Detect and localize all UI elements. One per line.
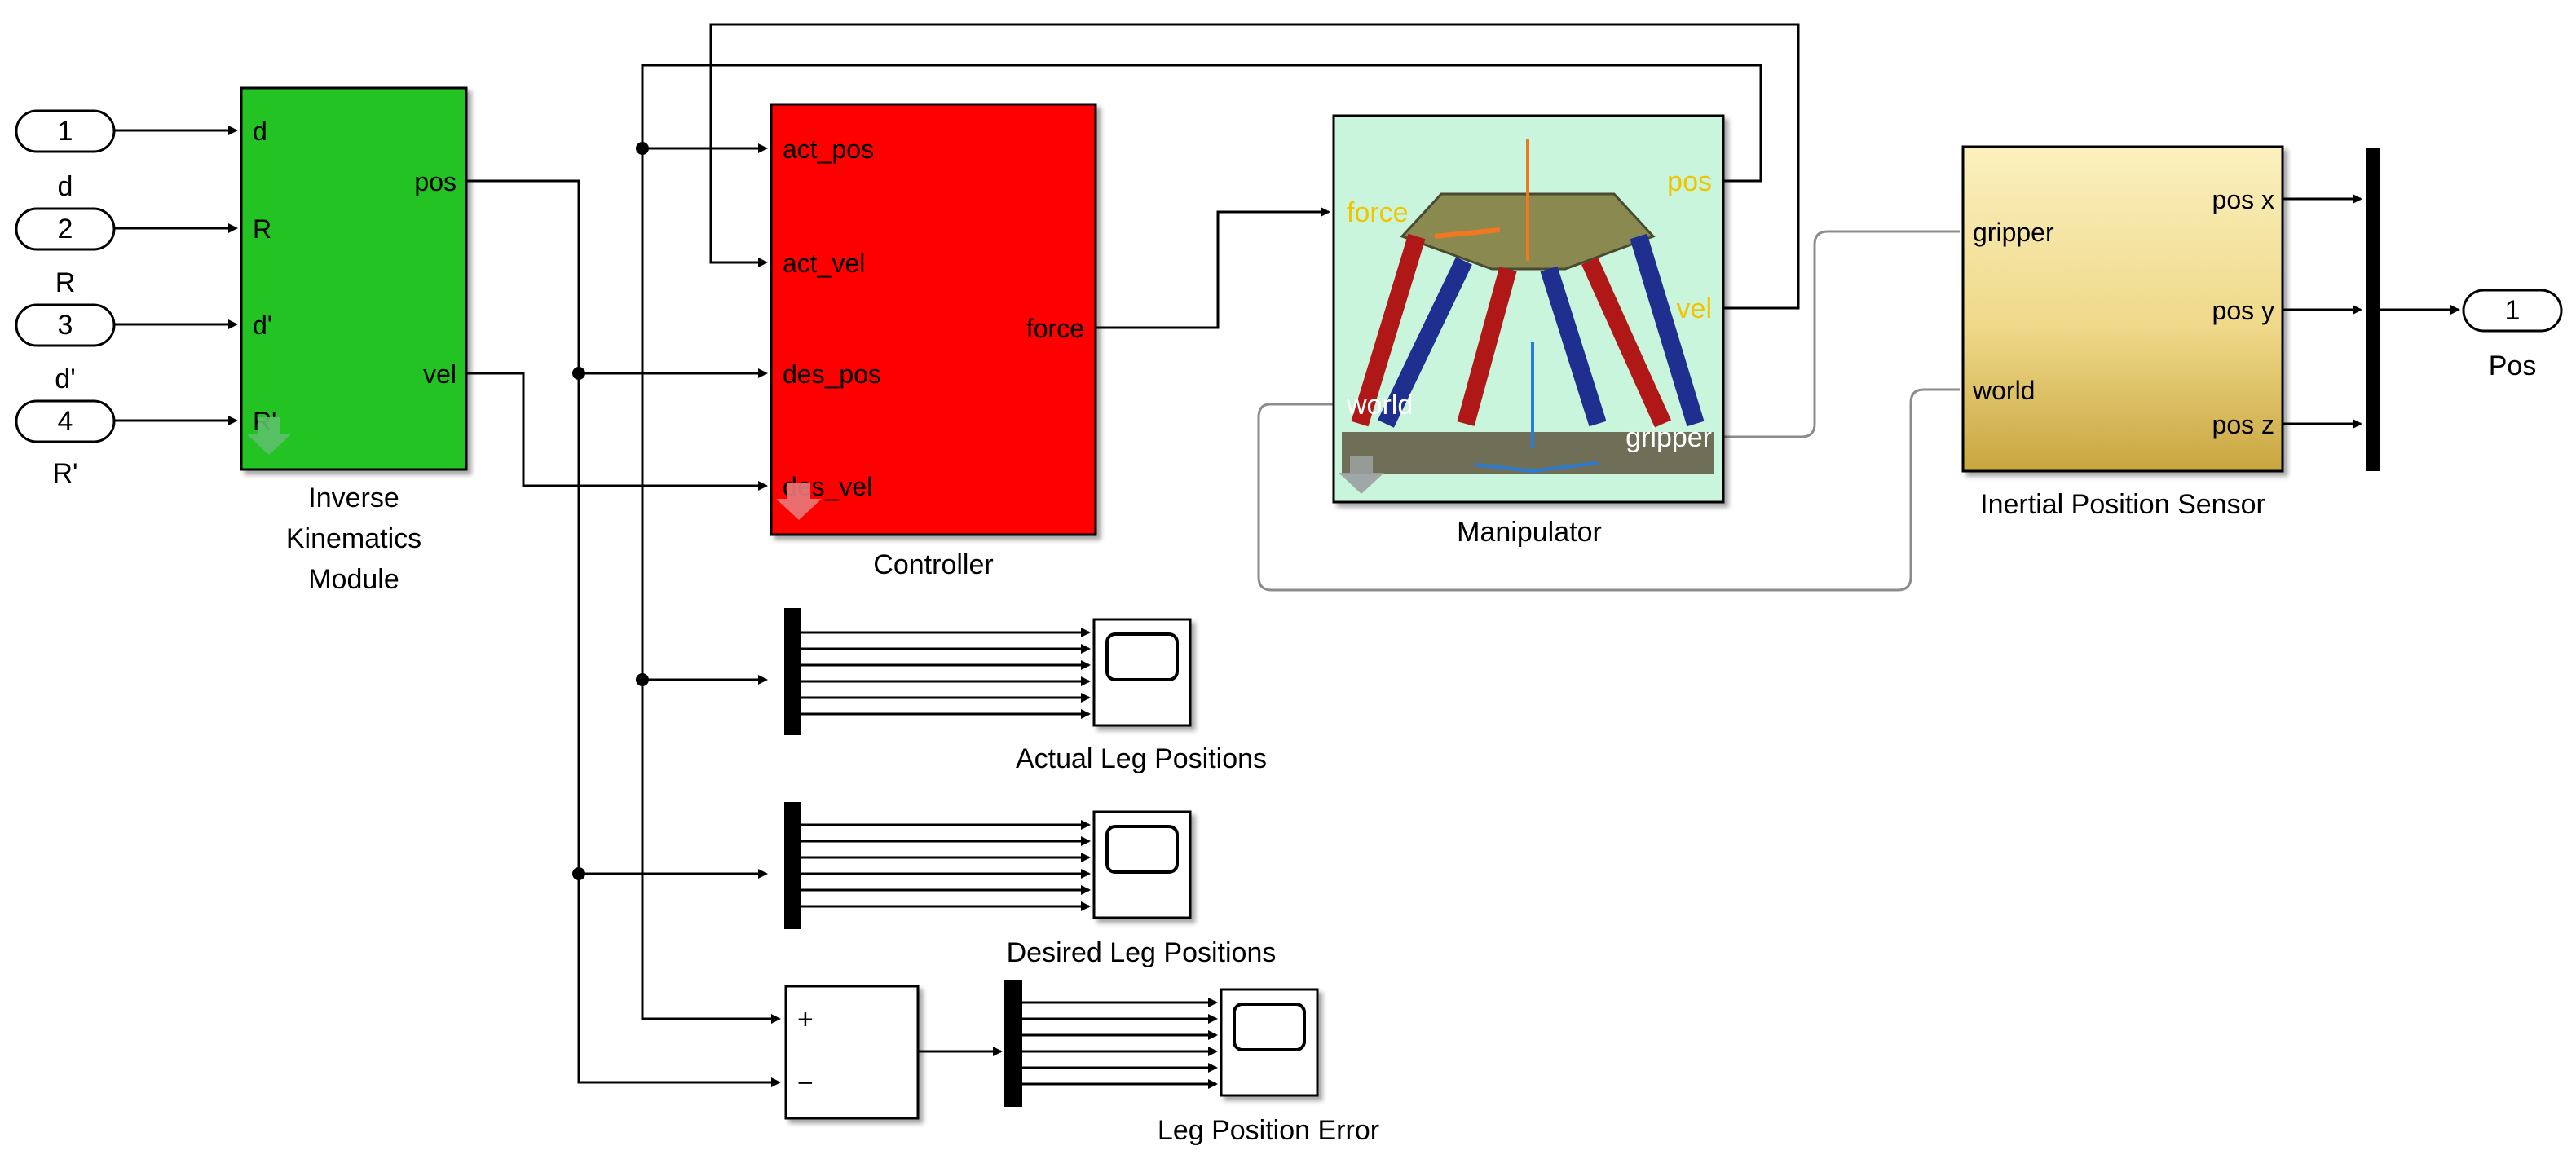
inport-4-name: R' [52,458,77,489]
inertial-position-sensor-block[interactable]: gripper world pos x pos y pos z Inertial… [1961,145,2284,520]
sensor-port-pos-x: pos x [2212,185,2274,214]
branch-dot [572,367,585,380]
controller-port-des-pos: des_pos [783,359,881,389]
ik-block-body[interactable] [240,86,468,471]
sensor-port-world: world [1972,376,2035,405]
ik-port-R: R [253,214,271,244]
inport-2[interactable]: 2 R [15,207,116,298]
manipulator-port-gripper: gripper [1625,422,1712,453]
desired-mux[interactable] [784,802,801,929]
controller-port-force: force [1026,314,1084,343]
controller-block-body[interactable] [770,103,1097,536]
controller-block[interactable]: act_pos act_vel des_pos des_vel force Co… [770,103,1097,580]
scope-screen-icon [1233,1003,1306,1051]
desired-mux-lines [801,820,1091,911]
manipulator-port-world: world [1346,390,1413,421]
controller-port-act-vel: act_vel [783,249,865,278]
inverse-kinematics-block[interactable]: d R d' R' pos vel Inverse Kinematics Mod… [240,86,468,595]
inport-3-number: 3 [58,310,73,341]
scope-desired-name: Desired Leg Positions [1007,937,1277,968]
output-mux[interactable] [2366,148,2380,471]
sum-minus-sign: − [797,1068,814,1099]
manipulator-port-force: force [1347,197,1409,228]
branch-dot [572,867,585,880]
scope-screen-icon [1105,825,1179,874]
ik-port-pos: pos [414,167,457,196]
inport-3-name: d' [55,364,75,394]
conn-gripper[interactable] [1663,230,1960,438]
ik-port-d: d [253,117,267,146]
sum-block-body[interactable] [784,985,920,1120]
manipulator-block[interactable]: force world pos vel gripper Manipulator [1332,114,1725,548]
sensor-port-gripper: gripper [1973,218,2054,247]
inport-4[interactable]: 4 R' [15,399,116,489]
controller-port-act-pos: act_pos [783,134,874,164]
wire-act-vel[interactable] [709,23,1800,310]
actual-leg-positions-group: Actual Leg Positions [784,608,1267,774]
controller-block-name: Controller [873,549,993,580]
scope-error-name: Leg Position Error [1158,1115,1379,1146]
wire-ik-pos[interactable] [466,179,781,1087]
inport-4-number: 4 [58,406,73,437]
inport-1-number: 1 [58,116,73,147]
manipulator-port-vel: vel [1677,293,1712,324]
inport-1[interactable]: 1 d [15,109,116,202]
sensor-port-pos-z: pos z [2212,410,2274,439]
inport-1-name: d [58,171,73,202]
scope-actual-name: Actual Leg Positions [1016,743,1267,774]
ik-block-name-line-1: Inverse [308,483,399,513]
manipulator-block-name: Manipulator [1457,517,1602,548]
actual-mux[interactable] [784,608,801,735]
desired-leg-positions-group: Desired Leg Positions [784,802,1276,968]
sum-plus-sign: + [797,1004,814,1035]
subsystem-link-icon [1339,456,1384,494]
inport-2-name: R [55,267,76,298]
conn-world[interactable] [1257,388,1960,592]
wire-des-vel[interactable] [466,372,768,491]
sensor-block-name: Inertial Position Sensor [1980,489,2265,520]
signal-lines [114,23,2460,1087]
sensor-port-pos-y: pos y [2212,296,2274,325]
wire-force[interactable] [1096,207,1330,329]
branch-dot [636,673,649,686]
outport-number: 1 [2505,295,2521,326]
subsystem-link-icon [246,417,292,455]
ik-block-name-line-2: Kinematics [286,523,421,554]
error-mux-lines [1022,998,1218,1089]
outport-name: Pos [2489,350,2537,381]
stewart-platform-illustration [1342,139,1714,474]
inport-2-number: 2 [58,214,73,245]
subsystem-link-icon [776,483,822,520]
scope-screen-icon [1105,632,1179,681]
branch-points [572,142,649,880]
leg-position-error-group: Leg Position Error [1004,980,1379,1146]
ik-port-vel: vel [423,359,457,389]
manipulator-port-pos: pos [1667,166,1712,197]
outport-1[interactable]: 1 Pos [2462,289,2563,381]
wire-act-pos[interactable] [641,64,1762,1024]
sum-block[interactable]: + − [784,985,920,1120]
error-mux[interactable] [1004,980,1022,1107]
actual-mux-lines [801,628,1091,719]
branch-dot [636,142,649,155]
sensor-block-body[interactable] [1961,145,2284,473]
inport-3[interactable]: 3 d' [15,303,116,394]
ik-block-name-line-3: Module [308,564,399,595]
ik-port-d-prime: d' [253,311,272,340]
